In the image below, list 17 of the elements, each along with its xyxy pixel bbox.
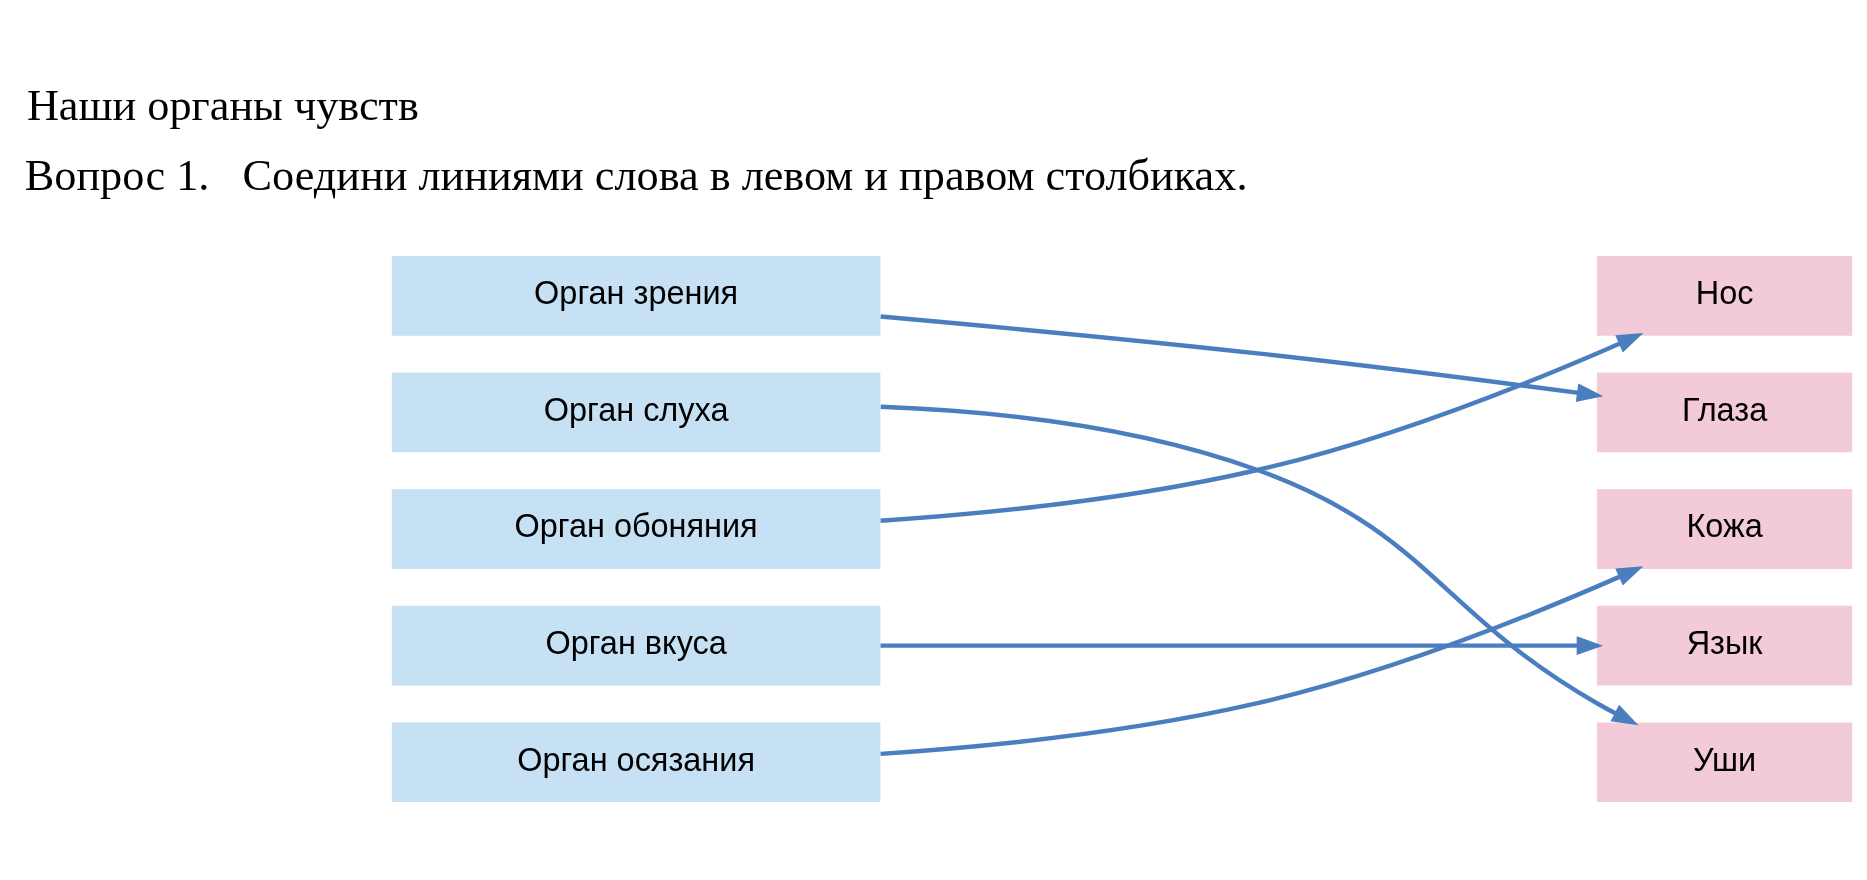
node-box: Орган зрения [391, 255, 881, 336]
arrow [880, 565, 1644, 756]
node-box: Орган осязания [391, 721, 881, 802]
node-box: Орган обоняния [391, 488, 881, 569]
arrow [880, 404, 1639, 725]
arrow [880, 313, 1604, 402]
node-box: Глаза [1596, 372, 1853, 452]
node-box: Язык [1596, 605, 1853, 685]
label: Вопрос 1. Соедини линиями слова в левом и правом столбиках. [24, 150, 1248, 200]
node-box: Кожа [1596, 488, 1853, 569]
arrow [880, 332, 1644, 523]
arrow [880, 635, 1604, 655]
node-box: Нос [1596, 255, 1853, 336]
node-box: Уши [1596, 721, 1853, 802]
node-box: Орган слуха [391, 372, 881, 452]
node-box: Орган вкуса [391, 605, 881, 685]
diagram-title: Наши органы чувств [26, 80, 419, 130]
